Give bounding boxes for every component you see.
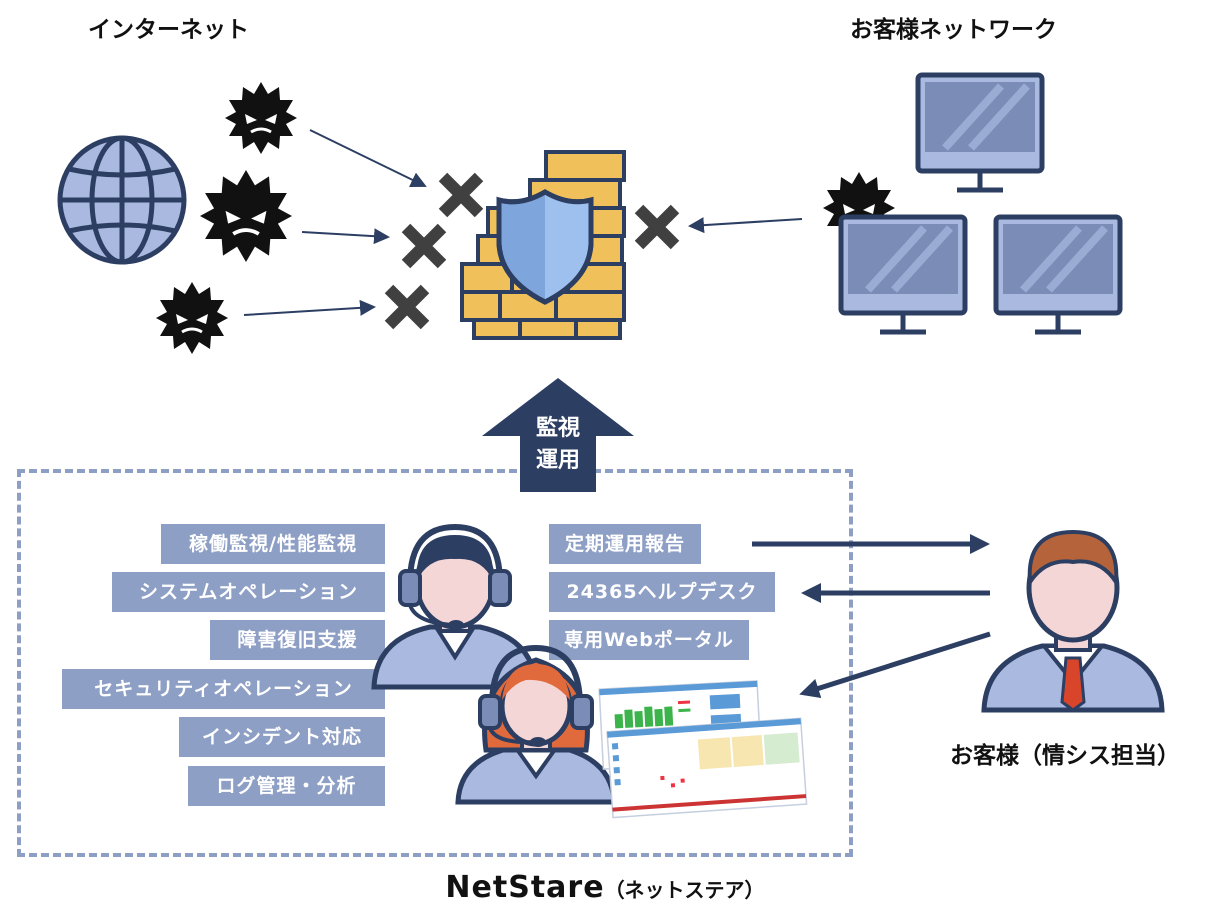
- shield-icon: [496, 189, 594, 305]
- service-helpdesk: 24365ヘルプデスク: [549, 572, 775, 612]
- brand-name: NetStare: [445, 870, 605, 905]
- block-x-icon: [384, 284, 430, 330]
- block-x-icon: [438, 172, 484, 218]
- service-web-portal: 専用Webポータル: [549, 620, 749, 660]
- monitor-icon: [838, 214, 968, 335]
- monitoring-arrow: [482, 378, 634, 492]
- customer-icon: [981, 529, 1165, 713]
- internet-heading: インターネット: [88, 17, 249, 43]
- monitor-icon: [915, 72, 1045, 193]
- monitor-arrow-label-2: 運用: [535, 448, 580, 473]
- netstare-boundary: [17, 469, 853, 857]
- monitor-arrow-label-1: 監視: [535, 416, 580, 441]
- portal-screenshot-icon: [598, 680, 808, 819]
- service-incident-response: インシデント対応: [179, 717, 385, 757]
- customer-heading: お客様（情シス担当）: [950, 743, 1180, 769]
- service-failure-recovery: 障害復旧支援: [210, 620, 385, 660]
- monitor-icon: [993, 214, 1123, 335]
- globe-icon: [57, 135, 187, 265]
- service-periodic-report: 定期運用報告: [549, 524, 701, 564]
- block-x-icon: [634, 204, 680, 250]
- service-system-operation: システムオペレーション: [112, 572, 385, 612]
- operator-icon: [455, 644, 617, 805]
- service-uptime-performance-monitoring: 稼働監視/性能監視: [161, 524, 385, 564]
- block-x-icon: [401, 223, 447, 269]
- customer-network-heading: お客様ネットワーク: [850, 17, 1057, 43]
- footer-title: NetStare（ネットステア）: [0, 870, 1210, 905]
- service-log-management: ログ管理・分析: [188, 766, 385, 806]
- brand-reading: （ネットステア）: [604, 878, 765, 902]
- virus-icon: [156, 282, 228, 354]
- service-security-operation: セキュリティオペレーション: [62, 669, 385, 709]
- virus-icon: [200, 170, 292, 262]
- virus-icon: [225, 82, 297, 154]
